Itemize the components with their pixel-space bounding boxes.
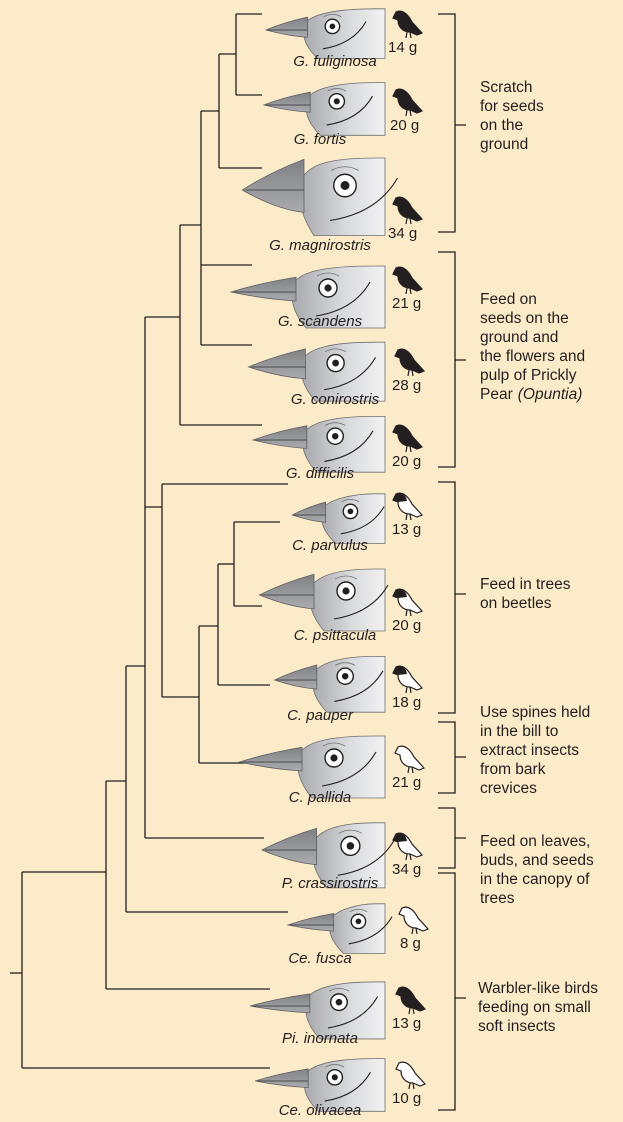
bird-beak: [231, 277, 296, 301]
bird-beak: [240, 747, 302, 771]
light-bird-silhouette-icon: [395, 746, 424, 773]
dark-bird-silhouette-icon: [393, 89, 422, 116]
dark-bird-silhouette-icon: [393, 11, 422, 38]
species-8: 18 g C. pauper: [275, 656, 422, 724]
bird-beak: [253, 426, 307, 449]
ecology-labels: Scratch for seeds on the ground Feed on …: [478, 79, 602, 1035]
pied-bird-silhouette-icon: [393, 493, 422, 520]
bird-beak: [288, 913, 334, 931]
species-name: Pi. inornata: [282, 1030, 358, 1047]
species-mass: 20 g: [392, 453, 421, 470]
group-bracket: [438, 252, 466, 467]
pied-bird-silhouette-icon: [393, 833, 422, 860]
dark-bird-silhouette-icon: [395, 349, 424, 376]
group-label-leaves: Feed on leaves, buds, and seeds in the c…: [480, 833, 598, 907]
bird-beak: [242, 159, 304, 212]
pied-bird-silhouette-icon: [393, 589, 422, 616]
species-5: 20 g G. difficilis: [253, 416, 422, 482]
species-name: G. difficilis: [286, 465, 355, 482]
group-label-beetles: Feed in trees on beetles: [480, 576, 575, 612]
dark-bird-silhouette-icon: [396, 987, 425, 1014]
species-1: 20 g G. fortis: [264, 83, 422, 148]
light-bird-silhouette-icon: [399, 907, 428, 934]
dark-bird-silhouette-icon: [393, 425, 422, 452]
species-mass: 10 g: [392, 1090, 421, 1107]
group-label-spines: Use spines held in the bill to extract i…: [480, 704, 595, 797]
group-bracket: [438, 482, 466, 713]
bird-beak: [262, 828, 317, 864]
ecology-brackets: [438, 14, 466, 1110]
species-name: G. fuliginosa: [293, 53, 376, 70]
species-13: 10 g Ce. olivacea: [255, 1059, 425, 1119]
bird-beak: [255, 1069, 308, 1088]
species-name: C. parvulus: [292, 537, 368, 554]
dark-bird-silhouette-icon: [393, 197, 422, 224]
bird-beak: [292, 502, 325, 522]
group-bracket: [438, 873, 466, 1110]
species-mass: 8 g: [400, 935, 421, 952]
bird-beak: [249, 349, 306, 379]
species-mass: 34 g: [392, 861, 421, 878]
bird-beak: [266, 17, 308, 37]
species-name: G. fortis: [294, 131, 347, 148]
species-name: C. psittacula: [294, 627, 377, 644]
group-bracket: [438, 722, 466, 793]
species-10: 34 g P. crassirostris: [262, 823, 422, 892]
species-name: G. conirostris: [291, 391, 380, 408]
species-mass: 20 g: [390, 117, 419, 134]
species-name: Ce. fusca: [288, 950, 351, 967]
bird-head: [304, 9, 385, 59]
phylogenetic-tree: [10, 14, 288, 1068]
species-name: C. pallida: [289, 789, 352, 806]
species-3: 21 g G. scandens: [231, 266, 422, 330]
species-mass: 21 g: [392, 774, 421, 791]
species-mass: 18 g: [392, 694, 421, 711]
species-7: 20 g C. psittacula: [259, 569, 422, 644]
bird-head: [313, 656, 385, 712]
species-name: C. pauper: [287, 707, 354, 724]
species-name: Ce. olivacea: [279, 1102, 362, 1119]
light-bird-silhouette-icon: [396, 1062, 425, 1089]
species-name: G. scandens: [278, 313, 363, 330]
bird-beak: [250, 994, 310, 1013]
group-label-opuntia: Feed on seeds on the ground and the flow…: [480, 291, 589, 403]
dark-bird-silhouette-icon: [393, 267, 422, 294]
pied-bird-silhouette-icon: [393, 666, 422, 693]
species-12: 13 g Pi. inornata: [250, 982, 425, 1047]
group-label-warbler: Warbler-like birds feeding on small soft…: [478, 980, 602, 1035]
species-mass: 14 g: [388, 39, 417, 56]
species-mass: 13 g: [392, 521, 421, 538]
bird-beak: [259, 574, 314, 609]
species-0: 14 g G. fuliginosa: [266, 9, 422, 70]
species-9: 21 g C. pallida: [240, 736, 424, 806]
species-mass: 21 g: [392, 295, 421, 312]
bird-beak: [264, 92, 310, 112]
group-bracket: [438, 14, 466, 232]
species-11: 8 g Ce. fusca: [288, 904, 428, 967]
species-mass: 28 g: [392, 377, 421, 394]
species-mass: 34 g: [388, 225, 417, 242]
species-mass: 13 g: [392, 1015, 421, 1032]
species-2: 34 g G. magnirostris: [242, 158, 422, 254]
species-6: 13 g C. parvulus: [292, 493, 422, 554]
species-list: 14 g G. fuliginosa 20 g G. fortis 34 g G. mag…: [231, 9, 428, 1119]
species-name: G. magnirostris: [269, 237, 371, 254]
species-4: 28 g G. conirostris: [249, 342, 424, 408]
bird-beak: [275, 665, 317, 689]
group-bracket: [438, 808, 466, 868]
group-label-scratch: Scratch for seeds on the ground: [480, 79, 548, 153]
species-name: P. crassirostris: [282, 875, 379, 892]
species-mass: 20 g: [392, 617, 421, 634]
